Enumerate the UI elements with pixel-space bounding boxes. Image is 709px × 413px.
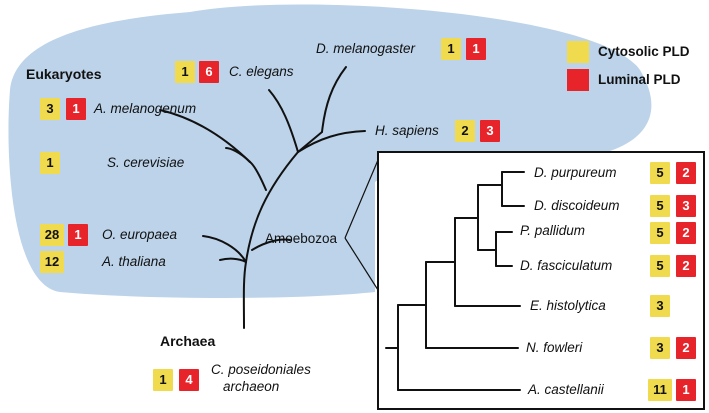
- luminal-count: 6: [199, 61, 219, 83]
- luminal-count: 2: [676, 337, 696, 359]
- branch-oeuropaea: [202, 235, 247, 263]
- amoebozoa-taxon-label: D. fasciculatum: [520, 258, 613, 273]
- cytosolic-count: 5: [650, 255, 670, 277]
- branch-hsapiens: [297, 130, 366, 153]
- branch-athaliana: [219, 257, 247, 263]
- branch-upper-node: [297, 131, 323, 153]
- amoebozoa-taxon-label: D. purpureum: [534, 165, 617, 180]
- taxon-label: C. poseidoniales: [211, 362, 311, 377]
- luminal-count: 2: [676, 222, 696, 244]
- branch-celegans: [268, 89, 299, 153]
- branch-dmelanogaster: [321, 66, 347, 133]
- taxon-label: D. melanogaster: [316, 41, 416, 56]
- legend-label-cytosolic: Cytosolic PLD: [598, 44, 690, 59]
- taxon-label: A. melanogenum: [94, 101, 197, 116]
- eukaryotes-region: [8, 4, 652, 299]
- inset-connectors: [344, 159, 379, 291]
- cytosolic-count: 3: [650, 295, 670, 317]
- luminal-count: 1: [66, 98, 86, 120]
- amoebozoa-taxon-label: A. castellanii: [528, 382, 604, 397]
- amoebozoa-taxon-label: E. histolytica: [530, 298, 606, 313]
- cytosolic-count: 5: [650, 222, 670, 244]
- taxon-label: A. thaliana: [102, 254, 166, 269]
- cytosolic-count: 3: [650, 337, 670, 359]
- main-tree-branches: [159, 66, 366, 329]
- luminal-count: 2: [676, 255, 696, 277]
- cytosolic-count: 1: [441, 38, 461, 60]
- luminal-count: 3: [480, 120, 500, 142]
- taxon-label: O. europaea: [102, 227, 178, 242]
- luminal-count: 1: [466, 38, 486, 60]
- taxon-label: H. sapiens: [375, 123, 439, 138]
- taxon-label: S. cerevisiae: [107, 155, 185, 170]
- luminal-count: 2: [676, 162, 696, 184]
- cytosolic-count: 1: [40, 152, 60, 174]
- luminal-count: 1: [676, 379, 696, 401]
- cytosolic-count: 2: [455, 120, 475, 142]
- cytosolic-count: 1: [153, 369, 173, 391]
- luminal-count: 4: [179, 369, 199, 391]
- branch-fungi-base: [249, 161, 267, 191]
- taxon-label: C. elegans: [229, 64, 294, 79]
- cytosolic-count: 5: [650, 195, 670, 217]
- legend-label-luminal: Luminal PLD: [598, 72, 681, 87]
- legend-swatch-luminal: [567, 69, 589, 91]
- cytosolic-count: 1: [175, 61, 195, 83]
- cytosolic-count: 12: [40, 251, 64, 273]
- luminal-count: 1: [68, 224, 88, 246]
- amoebozoa-inset-frame: [377, 151, 705, 410]
- branch-root: [242, 151, 299, 329]
- amoebozoa-taxon-label: N. fowleri: [526, 340, 583, 355]
- luminal-count: 3: [676, 195, 696, 217]
- amoebozoa-label: Amoebozoa: [265, 231, 338, 246]
- legend-swatch-cytosolic: [567, 41, 589, 63]
- taxon-label-line2: archaeon: [223, 379, 280, 394]
- cytosolic-count: 11: [648, 379, 672, 401]
- cytosolic-count: 3: [40, 98, 60, 120]
- amoebozoa-taxon-label: D. discoideum: [534, 198, 620, 213]
- cytosolic-count: 5: [650, 162, 670, 184]
- amoebozoa-taxon-label: P. pallidum: [520, 223, 586, 238]
- eukaryotes-label: Eukaryotes: [26, 66, 102, 82]
- cytosolic-count: 28: [40, 224, 64, 246]
- branch-scerevisiae: [225, 147, 251, 163]
- amoebozoa-tree-branches: [385, 171, 525, 391]
- branch-amoebozoa: [251, 238, 291, 251]
- archaea-label: Archaea: [160, 333, 216, 349]
